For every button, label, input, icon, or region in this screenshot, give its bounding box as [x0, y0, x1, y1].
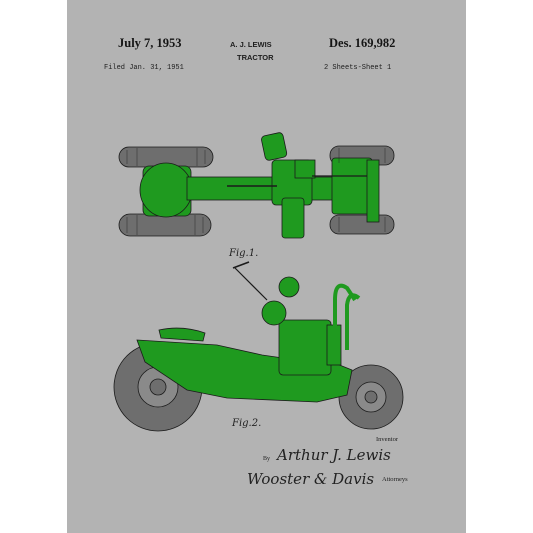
patent-date: July 7, 1953	[118, 36, 182, 50]
sheet-count: 2 Sheets-Sheet 1	[324, 64, 392, 72]
inventor-caption: Inventor	[376, 436, 399, 443]
by-label: By	[263, 456, 271, 462]
filed-date: Filed Jan. 31, 1951	[104, 64, 184, 72]
attorney-signature: Wooster & Davis	[247, 470, 375, 488]
inventor-name: A. J. LEWIS	[230, 40, 272, 49]
patent-sheet: July 7, 1953 A. J. LEWIS Des. 169,982 TR…	[67, 0, 466, 533]
inventor-signature: Arthur J. Lewis	[277, 446, 391, 464]
attorneys-caption: Attorneys	[382, 476, 408, 483]
fig1-tractor-top-view	[118, 132, 395, 239]
fig1-label: Fig.1.	[229, 248, 259, 259]
patent-title: TRACTOR	[237, 53, 274, 62]
patent-number: Des. 169,982	[329, 36, 396, 50]
fig2-label: Fig.2.	[232, 418, 262, 429]
fig2-tractor-side-view	[113, 261, 404, 432]
